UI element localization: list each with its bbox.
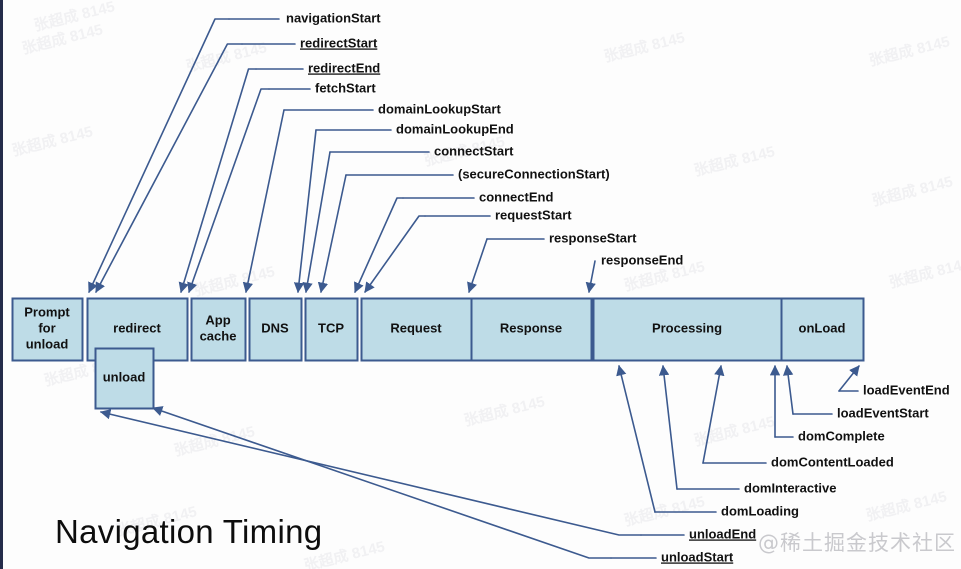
phase-label: Response	[500, 320, 562, 335]
connector-redirectEnd	[178, 68, 257, 293]
phase-label: unload	[26, 336, 69, 351]
connector-lines-top	[88, 18, 596, 294]
event-label-domLoading: domLoading	[721, 503, 799, 518]
phase-label: TCP	[318, 320, 344, 335]
connector-secureConnectionStart	[317, 174, 347, 294]
phase-response[interactable]: Response	[470, 297, 593, 362]
phase-label: Processing	[652, 320, 722, 335]
connector-lines-bottom	[99, 364, 860, 559]
phase-box	[94, 347, 155, 410]
phase-label: DNS	[261, 320, 289, 335]
phase-label: Request	[390, 320, 442, 335]
connector-unloadEnd	[99, 409, 642, 536]
connector-domainLookupStart	[242, 109, 285, 294]
page-title: Navigation Timing	[55, 513, 323, 550]
phase-unload[interactable]: unload	[94, 347, 155, 410]
connector-unloadStart	[152, 406, 612, 559]
event-label-responseEnd: responseEnd	[601, 252, 683, 267]
event-label-redirectEnd: redirectEnd	[308, 60, 380, 75]
phase-box	[470, 297, 593, 362]
phase-label: cache	[200, 328, 237, 343]
connector-connectStart	[302, 151, 331, 294]
event-label-domComplete: domComplete	[798, 428, 885, 443]
event-label-requestStart: requestStart	[495, 207, 572, 222]
phase-request[interactable]: Request	[360, 297, 473, 362]
event-label-responseStart: responseStart	[549, 230, 637, 245]
phase-tcp[interactable]: TCP	[304, 297, 359, 362]
phase-box	[190, 297, 247, 362]
connector-requestStart	[364, 215, 426, 293]
connector-loadEventEnd	[838, 365, 860, 392]
phase-box	[360, 297, 473, 362]
connector-redirectStart	[95, 43, 243, 293]
connector-responseStart	[467, 238, 488, 293]
phase-box	[248, 297, 303, 362]
connector-loadEventStart	[783, 364, 794, 415]
connector-domainLookupEnd	[293, 129, 317, 294]
phase-label: redirect	[113, 320, 161, 335]
phase-label: for	[38, 320, 55, 335]
phase-dns[interactable]: DNS	[248, 297, 303, 362]
connector-domContentLoaded	[702, 364, 725, 464]
phase-label: Prompt	[24, 304, 70, 319]
event-label-secureConnectionStart: (secureConnectionStart)	[458, 166, 610, 181]
connector-domLoading	[616, 364, 656, 513]
phase-processing[interactable]: Processing	[592, 297, 783, 362]
event-label-unloadStart: unloadStart	[661, 549, 734, 564]
event-labels-top: navigationStart redirectStart redirectEnd f…	[286, 10, 683, 267]
event-label-unloadEnd: unloadEnd	[689, 526, 756, 541]
event-label-loadEventEnd: loadEventEnd	[863, 382, 950, 397]
event-label-domainLookupEnd: domainLookupEnd	[396, 121, 514, 136]
event-label-fetchStart: fetchStart	[315, 80, 376, 95]
event-labels-bottom: loadEventEnd loadEventStart domComplete dom…	[661, 382, 950, 564]
phase-box	[780, 297, 865, 362]
event-label-domContentLoaded: domContentLoaded	[771, 454, 894, 469]
phase-box	[304, 297, 359, 362]
phase-label: App	[205, 312, 230, 327]
phase-box	[11, 297, 84, 362]
phase-label: onLoad	[799, 320, 846, 335]
event-label-domainLookupStart: domainLookupStart	[378, 101, 501, 116]
connector-domInteractive	[658, 364, 678, 490]
event-label-loadEventStart: loadEventStart	[837, 405, 929, 420]
event-label-redirectStart: redirectStart	[300, 35, 378, 50]
phase-label: unload	[103, 369, 146, 384]
connector-navigationStart	[88, 18, 230, 293]
brand-watermark: @稀土掘金技术社区	[758, 531, 956, 555]
event-label-connectStart: connectStart	[434, 143, 514, 158]
phase-onload[interactable]: onLoad	[780, 297, 865, 362]
connector-fetchStart	[187, 88, 270, 293]
event-label-navigationStart: navigationStart	[286, 10, 381, 25]
connector-connectEnd	[354, 197, 404, 293]
event-label-connectEnd: connectEnd	[479, 189, 553, 204]
connector-responseEnd	[585, 260, 596, 294]
event-label-domInteractive: domInteractive	[744, 480, 836, 495]
